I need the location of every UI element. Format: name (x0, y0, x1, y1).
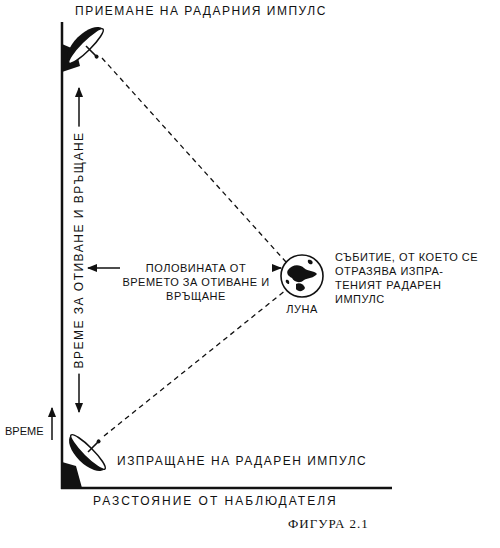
time-axis (61, 22, 64, 489)
figure-caption: ФИГУРА 2.1 (288, 517, 369, 531)
time-arrow (51, 408, 53, 440)
distance-axis (61, 487, 392, 490)
radar-dish (61, 21, 115, 75)
half-time-label: ПОЛОВИНАТА ОТ ВРЕМЕТО ЗА ОТИВАНЕ И ВРЪЩА… (120, 261, 272, 303)
moon-circle: ЛУНА (271, 253, 333, 316)
radar-dish (62, 423, 117, 488)
time-axis-label: ВРЕМЕ (4, 424, 45, 438)
round-trip-time-label: ВРЕМЕ ЗА ОТИВАНЕ И ВРЪЩАНЕ (72, 126, 86, 373)
send-label: ИЗПРАЩАНЕ НА РАДАРЕН ИМПУЛС (116, 454, 368, 468)
event-label: СЪБИТИЕ, ОТ КОЕТО СЕ ОТРАЗЯВА ИЗПРА- ТЕН… (334, 250, 488, 306)
radar-beam (102, 58, 286, 262)
receive-label: ПРИЕМАНЕ НА РАДАРНИЯ ИМПУЛС (74, 4, 328, 18)
distance-axis-label: РАЗСТОЯНИЕ ОТ НАБЛЮДАТЕЛЯ (92, 494, 339, 508)
node-label: ЛУНА (271, 253, 333, 316)
moon-maria (286, 260, 317, 291)
radar-beam (104, 290, 286, 436)
